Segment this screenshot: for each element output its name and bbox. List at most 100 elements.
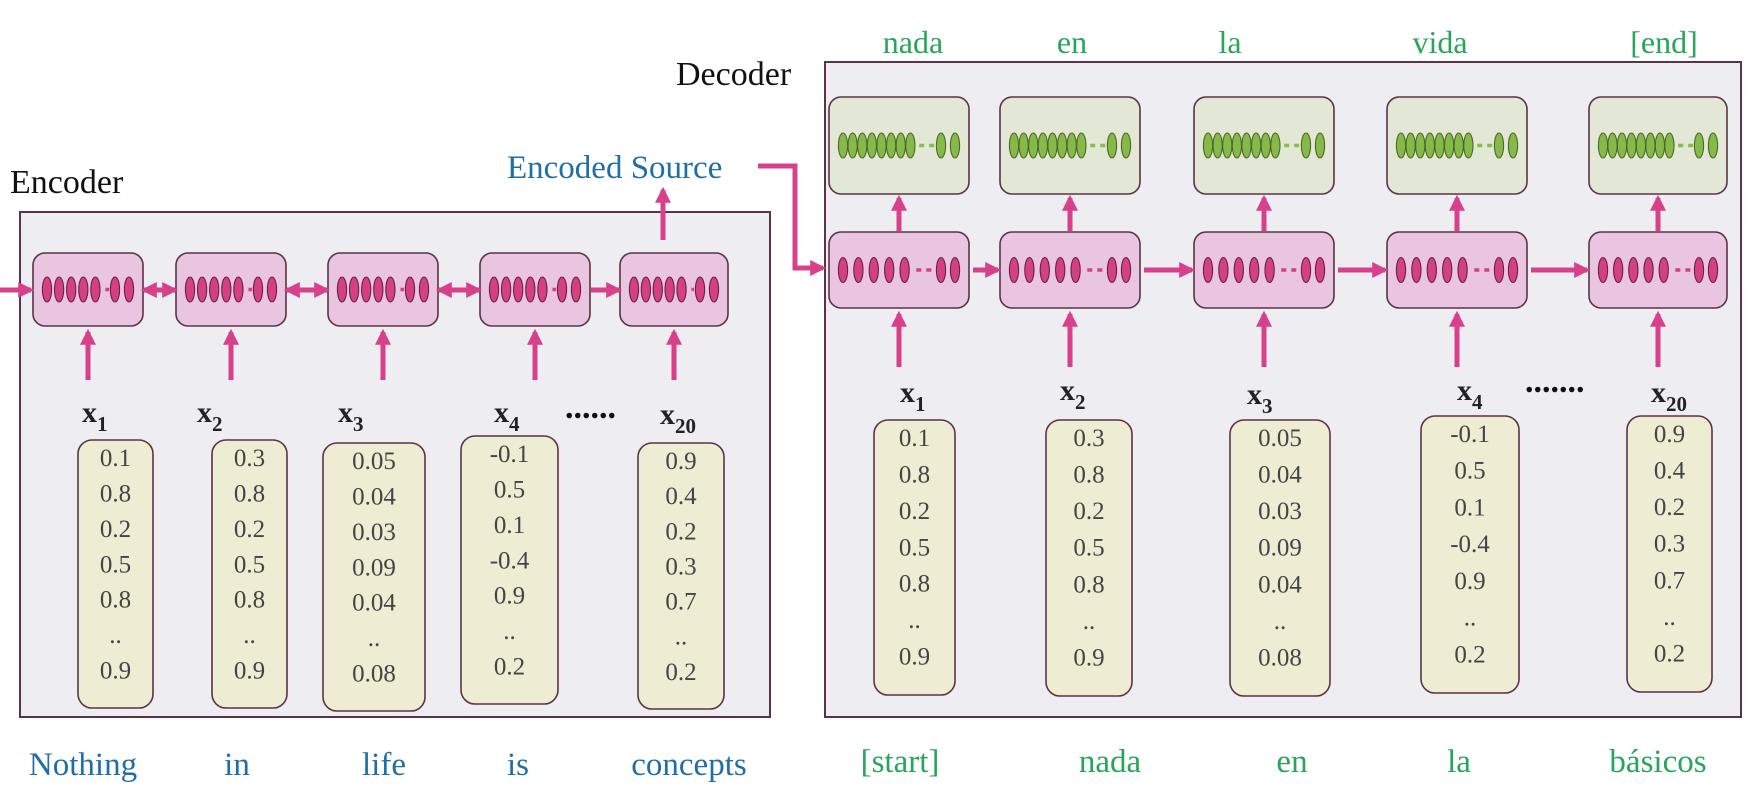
vector-value: 0.3 (665, 553, 696, 580)
unit-oval (868, 256, 879, 284)
unit-oval (1018, 132, 1029, 159)
vector-value: 0.9 (665, 448, 696, 475)
unit-oval (837, 256, 849, 284)
decoder-output-word: vida (1412, 24, 1467, 60)
decoder-output-word: la (1218, 24, 1241, 60)
decoder-inputs: x10.10.80.20.50.8..0.9x20.30.80.20.50.8.… (861, 374, 1713, 780)
unit-oval (41, 276, 53, 303)
unit-oval (1106, 256, 1118, 284)
unit-oval (1645, 132, 1656, 159)
embedding-vector-box (77, 439, 154, 709)
embedding-vector-box (873, 419, 956, 696)
decoder-output-cell-4 (1386, 96, 1528, 195)
unit-oval (1055, 256, 1066, 284)
unit-oval (1120, 132, 1132, 159)
unit-oval (837, 132, 849, 159)
embedding-vector-box (1045, 419, 1133, 697)
unit-oval (1300, 132, 1312, 159)
unit-oval (640, 276, 652, 303)
decoder-cell-3-box (1193, 231, 1335, 309)
encoder-cell-3 (327, 252, 439, 327)
vector-value: 0.04 (352, 590, 396, 617)
unit-oval (1658, 256, 1669, 284)
vector-value: 0.9 (494, 583, 525, 610)
vector-value: 0.2 (665, 659, 696, 686)
unit-oval (895, 132, 906, 159)
unit-oval (949, 132, 961, 159)
encoder-source-word: life (362, 747, 406, 783)
unit-oval (196, 276, 208, 303)
unit-oval (885, 132, 897, 159)
vector-value: 0.09 (352, 554, 396, 581)
vector-value: 0.9 (1454, 568, 1485, 595)
unit-oval (404, 276, 416, 303)
input-symbol: x1 (82, 396, 108, 436)
unit-oval (664, 276, 675, 303)
unit-oval (1260, 132, 1271, 159)
unit-oval (935, 132, 947, 159)
vector-value: 0.04 (1258, 571, 1302, 598)
vector-value: 0.8 (899, 571, 930, 598)
decoder-output-cell-1 (828, 96, 970, 195)
vector-value: .. (503, 618, 516, 645)
unit-oval (109, 276, 121, 303)
unit-oval (857, 132, 868, 159)
unit-oval (1616, 132, 1628, 159)
unit-oval (899, 256, 910, 284)
unit-oval (1024, 256, 1035, 284)
unit-oval (1693, 256, 1705, 284)
unit-oval (1249, 256, 1260, 284)
unit-oval (1597, 256, 1609, 284)
unit-oval (1008, 256, 1020, 284)
unit-oval (652, 276, 663, 303)
unit-oval (884, 256, 895, 284)
unit-oval (1426, 256, 1437, 284)
unit-oval (694, 276, 706, 303)
vector-value: 0.8 (234, 480, 265, 507)
unit-oval (1405, 132, 1416, 159)
unit-oval (266, 276, 278, 303)
vector-value: 0.5 (100, 551, 131, 578)
decoder-cell-4-box (1386, 231, 1528, 309)
encoder-source-word: Nothing (29, 747, 137, 783)
vector-value: 0.8 (899, 461, 930, 488)
unit-oval (905, 132, 916, 159)
unit-oval (1457, 256, 1468, 284)
encoder-input-2: x20.30.80.20.50.8..0.9 (197, 396, 288, 709)
input-symbol: x1 (900, 376, 926, 416)
embedding-vector-box (1626, 415, 1713, 693)
unit-oval (866, 132, 878, 159)
unit-oval (1241, 132, 1252, 159)
vector-value: 0.7 (1654, 567, 1685, 594)
unit-oval (556, 276, 568, 303)
unit-oval (876, 132, 887, 159)
encoder-cell-5 (619, 252, 729, 327)
vector-value: 0.2 (1454, 641, 1485, 668)
unit-oval (1507, 132, 1519, 159)
encoder-source-word: concepts (631, 747, 746, 783)
unit-oval (1693, 132, 1705, 159)
unit-oval (1395, 132, 1407, 159)
decoder-output-word: nada (883, 24, 943, 60)
unit-oval (1314, 256, 1326, 284)
unit-oval (1037, 132, 1049, 159)
embedding-vector-box (637, 442, 725, 710)
embedding-vector-box (1420, 415, 1520, 694)
vector-value: 0.9 (1654, 421, 1685, 448)
vector-value: .. (109, 622, 122, 649)
unit-oval (1654, 132, 1666, 159)
unit-oval (1264, 256, 1275, 284)
unit-oval (1493, 256, 1505, 284)
unit-oval (348, 276, 360, 303)
unit-oval (570, 276, 582, 303)
vector-value: 0.3 (1073, 425, 1104, 452)
vector-value: 0.8 (1073, 571, 1104, 598)
vector-value: 0.1 (494, 512, 525, 539)
unit-oval (336, 276, 348, 303)
unit-oval (1493, 132, 1505, 159)
unit-oval (1707, 132, 1719, 159)
unit-oval (90, 276, 101, 303)
vector-value: -0.1 (490, 441, 530, 468)
